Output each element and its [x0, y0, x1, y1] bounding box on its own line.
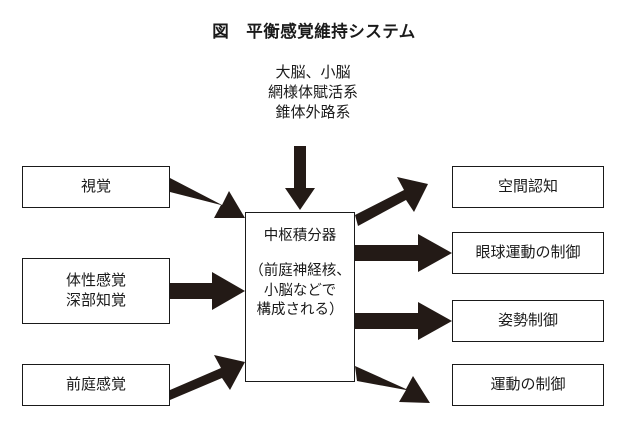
output-box-posture-control[interactable]: 姿勢制御: [452, 300, 604, 342]
page-title: 図 平衡感覚維持システム: [212, 22, 416, 41]
arrow-center-to-motor: [355, 366, 430, 403]
output-box-motor-control[interactable]: 運動の制御: [452, 364, 604, 406]
output-box-eye-movement-control[interactable]: 眼球運動の制御: [452, 232, 604, 274]
arrow-top-into-center: [285, 146, 315, 210]
arrow-vestibular-to-center: [170, 355, 245, 400]
arrow-center-to-posture: [355, 302, 452, 340]
output-box-posture-control-label: 姿勢制御: [497, 312, 558, 329]
arrow-somatosensory-to-center: [170, 272, 245, 310]
output-box-eye-movement-control-label: 眼球運動の制御: [475, 244, 581, 261]
input-box-visual-label: 視覚: [80, 178, 111, 195]
input-box-somatosensory-label: 体性感覚 深部知覚: [65, 272, 126, 309]
arrow-center-to-spatial: [355, 177, 428, 226]
input-box-vestibular-label: 前庭感覚: [65, 376, 126, 393]
center-box-integrator[interactable]: 中枢積分器 （前庭神経核、 小脳などで 構成される）: [245, 212, 355, 382]
output-box-motor-control-label: 運動の制御: [490, 376, 566, 393]
output-box-spatial-cognition-label: 空間認知: [497, 178, 558, 195]
input-box-vestibular[interactable]: 前庭感覚: [22, 364, 170, 406]
input-box-somatosensory[interactable]: 体性感覚 深部知覚: [22, 258, 170, 324]
center-box-title: 中枢積分器: [263, 228, 337, 244]
output-box-spatial-cognition[interactable]: 空間認知: [452, 166, 604, 208]
arrow-center-to-eye: [355, 234, 452, 272]
input-box-visual[interactable]: 視覚: [22, 166, 170, 208]
top-source-label: 大脳、小脳 網様体賦活系 錐体外路系: [267, 65, 358, 121]
center-box-subtitle: （前庭神経核、 小脳などで 構成される）: [249, 263, 351, 319]
arrow-visual-to-center: [170, 178, 245, 218]
